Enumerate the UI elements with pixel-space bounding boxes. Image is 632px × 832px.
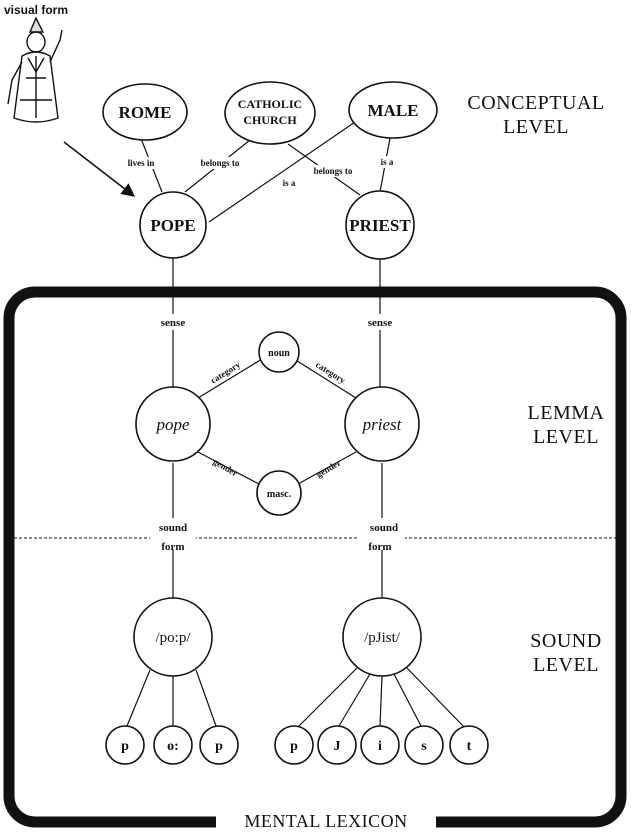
concept-node-rome xyxy=(102,83,188,141)
segment-label: J xyxy=(334,739,341,754)
concept-node-catholic-church xyxy=(224,81,316,145)
visual-form-arrow xyxy=(63,141,136,197)
relation-label-belongs-to-pope: belongs to xyxy=(201,158,240,168)
phon-label-priest: /pJist/ xyxy=(364,630,401,646)
concept-label-catholic: CATHOLIC xyxy=(238,97,302,111)
edge-priestphon-seg1 xyxy=(296,667,358,729)
concept-label-pope: POPE xyxy=(150,216,195,235)
level-label-conceptual: CONCEPTUAL xyxy=(467,92,604,114)
mental-lexicon-label: MENTAL LEXICON xyxy=(244,811,407,831)
segment-node xyxy=(404,725,444,765)
level-label-lemma: LEMMA xyxy=(528,402,605,424)
segment-label: p xyxy=(290,739,298,754)
phon-label-pope: /po:p/ xyxy=(155,630,191,646)
lemma-node-pope xyxy=(135,386,211,462)
mental-lexicon-frame xyxy=(3,286,627,828)
segment-label: p xyxy=(215,739,223,754)
level-label-sound: SOUND xyxy=(530,630,601,652)
concept-label-male: MALE xyxy=(368,101,419,120)
segment-node xyxy=(199,725,239,765)
segment-label: i xyxy=(378,739,382,754)
lemma-node-masc xyxy=(256,470,302,516)
level-label-sound-sub: LEVEL xyxy=(533,654,599,676)
edge-priestphon-seg2 xyxy=(338,673,371,727)
segment-node xyxy=(274,725,314,765)
concept-node-priest xyxy=(345,190,415,260)
segment-label: t xyxy=(467,739,472,754)
relation-label-gender-right: gender xyxy=(315,457,343,479)
lemma-label-masc: masc. xyxy=(267,489,292,500)
segment-node xyxy=(153,725,193,765)
form-label-pope: form xyxy=(161,541,184,553)
segment-node xyxy=(317,725,357,765)
relation-label-gender-left: gender xyxy=(212,456,240,478)
sound-label-priest: sound xyxy=(370,522,398,534)
segment-label: s xyxy=(421,739,427,754)
lemma-node-noun xyxy=(258,331,300,373)
phon-node-priest xyxy=(342,597,422,677)
segment-label: o: xyxy=(167,739,179,754)
lemma-node-priest xyxy=(344,386,420,462)
edge-male-pope xyxy=(208,119,359,223)
concept-node-male xyxy=(348,81,438,139)
edge-popephon-seg3 xyxy=(195,669,217,727)
level-label-lemma-sub: LEVEL xyxy=(533,426,599,448)
sense-label-pope: sense xyxy=(161,317,186,329)
segment-node xyxy=(360,725,400,765)
segment-label: p xyxy=(121,739,129,754)
edge-priestphon-seg3 xyxy=(379,675,383,727)
mental-lexicon-label-background xyxy=(216,808,436,832)
edge-priest-masc xyxy=(297,451,357,485)
segment-node xyxy=(449,725,489,765)
relation-labels: lives in belongs to belongs to is a is a xyxy=(118,156,399,189)
edge-popephon-seg1 xyxy=(126,669,151,727)
visual-form-label: visual form xyxy=(4,3,68,17)
phon-node-pope xyxy=(133,597,213,677)
concept-label-rome: ROME xyxy=(119,103,172,122)
lemma-label-noun: noun xyxy=(268,348,290,359)
segment-node xyxy=(105,725,145,765)
pope-figure-sketch xyxy=(7,16,63,123)
relation-label-belongs-to-priest: belongs to xyxy=(314,166,353,176)
concept-node-pope xyxy=(139,191,207,259)
edge-pope-noun xyxy=(197,358,263,399)
edge-priest-noun xyxy=(293,358,357,399)
edge-pope-masc xyxy=(197,451,260,485)
relation-label-is-a-priest: is a xyxy=(381,157,394,167)
relation-label-is-a-pope: is a xyxy=(283,178,296,188)
sound-label-pope: sound xyxy=(159,522,187,534)
lemma-label-priest: priest xyxy=(362,415,403,434)
edge-priestphon-seg4 xyxy=(393,673,422,727)
sense-label-priest: sense xyxy=(368,317,393,329)
concept-label-priest: PRIEST xyxy=(349,216,411,235)
edge-priestphon-seg5 xyxy=(406,667,466,729)
relation-label-lives-in: lives in xyxy=(128,158,155,168)
level-label-conceptual-sub: LEVEL xyxy=(503,116,569,138)
lemma-label-pope: pope xyxy=(155,415,190,434)
form-label-priest: form xyxy=(368,541,391,553)
concept-label-church: CHURCH xyxy=(243,113,297,127)
